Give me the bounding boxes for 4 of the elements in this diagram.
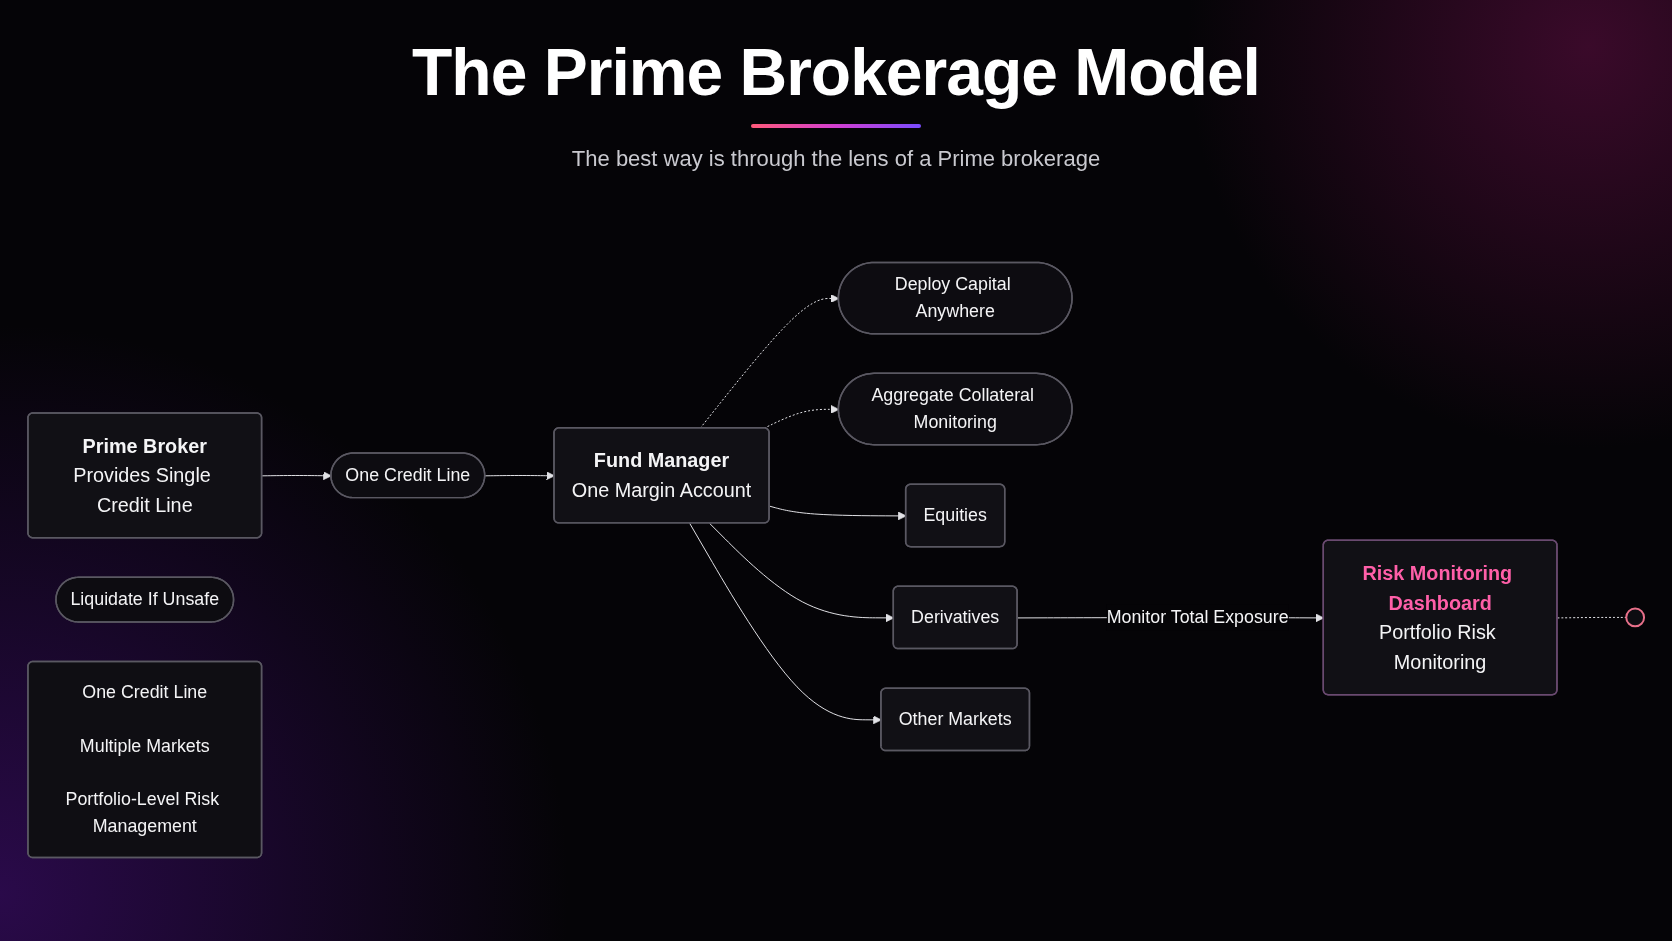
subtitle-text: The best way is through the lens of a Prime brokerage xyxy=(571,146,1101,172)
node-circle xyxy=(1625,607,1646,628)
edge-label: Monitor Total Exposure xyxy=(1106,607,1289,627)
diagram-title: The Prime Brokerage Model xyxy=(412,34,1260,110)
